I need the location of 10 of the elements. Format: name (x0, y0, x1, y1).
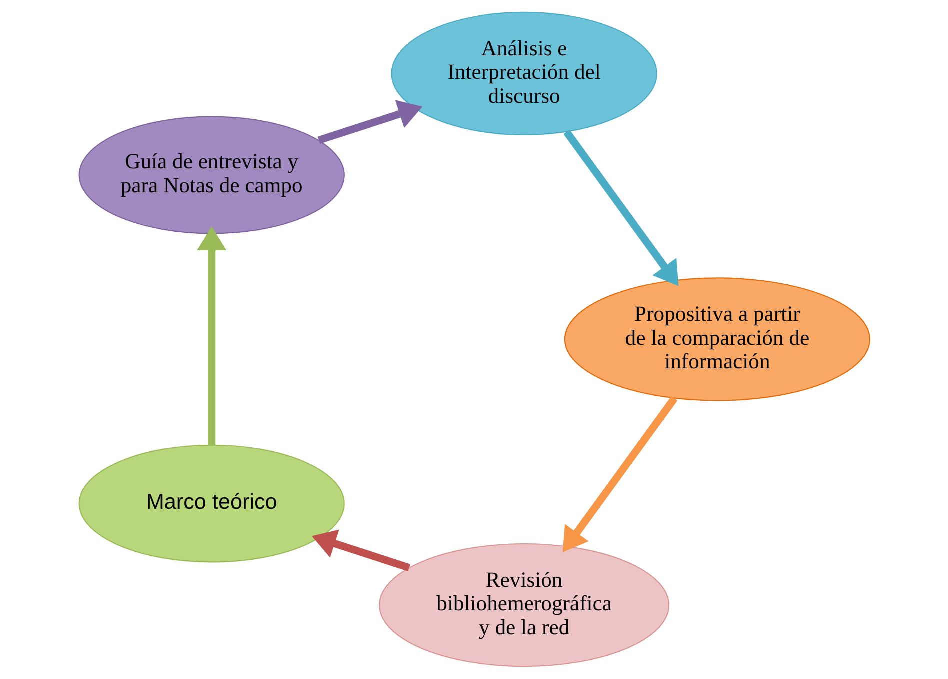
node-ellipse: Revisión bibliohemerográfica y de la red (378, 543, 670, 668)
node-ellipse: Propositiva a partir de la comparación de información (564, 278, 870, 402)
node-ellipse: Guía de entrevista y para Notas de campo (78, 116, 344, 234)
node-ellipse: Análisis e Interpretación del discurso (390, 12, 657, 136)
arrow (562, 396, 678, 552)
arrow (563, 130, 678, 286)
arrow (317, 100, 422, 144)
arrow (196, 226, 226, 446)
arrow (311, 530, 410, 572)
node-ellipse: Marco teórico (78, 444, 344, 563)
